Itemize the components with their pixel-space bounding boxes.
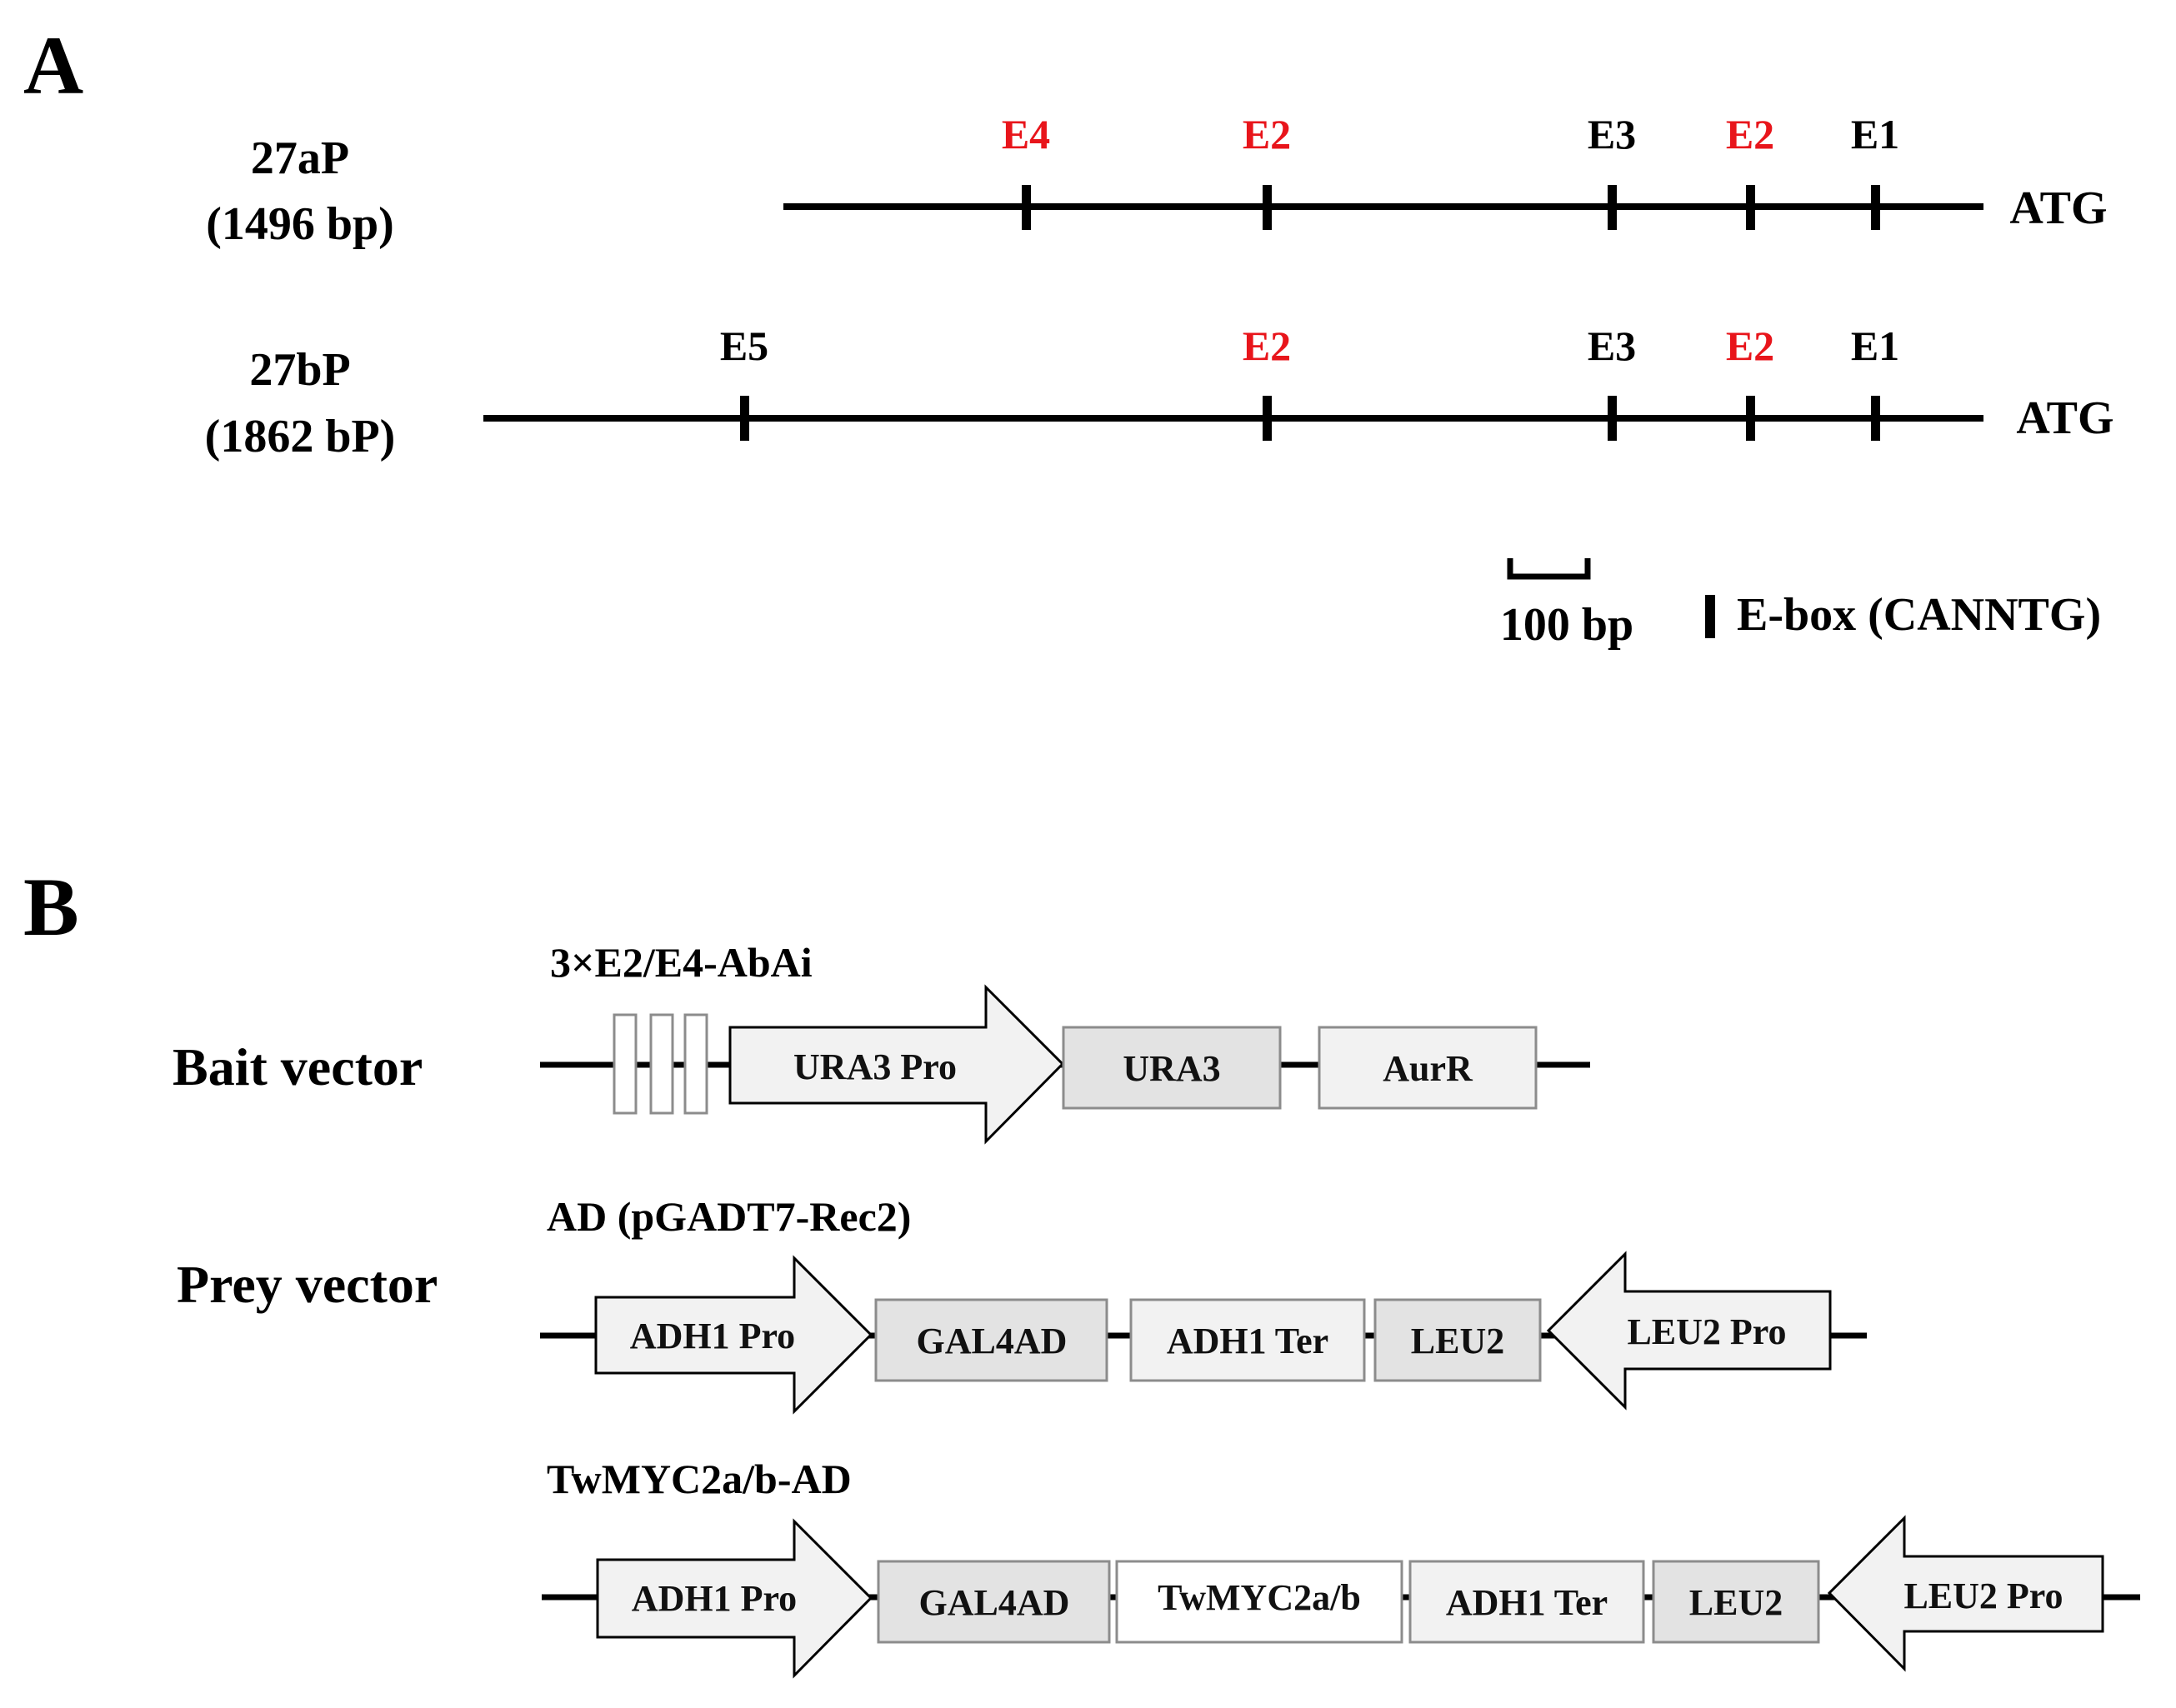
element-label: ADH1 Pro	[632, 1578, 797, 1619]
e-box-tick	[1871, 396, 1880, 441]
element-label: GAL4AD	[919, 1582, 1070, 1623]
e-box-legend: E-box (CANNTG)	[1705, 589, 2101, 641]
e-box-tick	[1746, 185, 1755, 230]
promoter-length: (1496 bp)	[206, 198, 394, 250]
bait-vector-label: Bait vector	[173, 1037, 423, 1096]
element-label: URA3	[1123, 1048, 1220, 1089]
site-label: E3	[1588, 322, 1636, 369]
leu2-box	[1373, 1298, 1542, 1382]
e-box-tick	[1263, 185, 1272, 230]
e-box-tick	[1871, 185, 1880, 230]
element-label: ADH1 Ter	[1446, 1582, 1608, 1623]
prey-vector-label: Prey vector	[177, 1255, 438, 1314]
adh1-ter-box	[1408, 1560, 1645, 1644]
site-label: E4	[1002, 111, 1050, 157]
e-box-repeat-box	[683, 1013, 708, 1115]
panel-b-label: B	[23, 861, 79, 953]
promoter-27aP: 27aP (1496 bp) ATG E4 E2 E3 E2 E1	[206, 111, 2107, 250]
e-box-tick	[740, 396, 749, 441]
element-label: AurR	[1383, 1048, 1473, 1089]
promoter-27bP: 27bP (1862 bP) ATG E5 E2 E3 E2 E1	[205, 322, 2114, 462]
ura3-pro-arrow	[728, 984, 1065, 1145]
element-label: LEU2 Pro	[1903, 1576, 2063, 1616]
e-box-tick	[1263, 396, 1272, 441]
gal4ad-box	[874, 1298, 1108, 1382]
scale-bar: 100 bp	[1500, 558, 1633, 651]
e-box-tick	[1746, 396, 1755, 441]
legend-label: E-box (CANNTG)	[1737, 589, 2101, 641]
adh1-pro-arrow	[596, 1518, 873, 1679]
element-label: URA3 Pro	[793, 1046, 957, 1087]
scale-bar-label: 100 bp	[1500, 599, 1633, 651]
fusion-vector: TwMYC2a/b-AD ADH1 Pro GAL4AD TwMYC2a/b A…	[542, 1456, 2140, 1679]
e-box-repeat-box	[613, 1013, 638, 1115]
e-box-tick	[1608, 396, 1617, 441]
prey-construct-label: AD (pGADT7-Rec2)	[547, 1193, 911, 1240]
atg-label: ATG	[2016, 392, 2113, 444]
ura3-box	[1062, 1026, 1282, 1110]
leu2-pro-arrow	[1546, 1251, 1832, 1411]
adh1-ter-box	[1129, 1298, 1366, 1382]
atg-label: ATG	[2009, 182, 2107, 234]
adh1-pro-arrow	[594, 1255, 873, 1415]
site-label: E3	[1588, 111, 1636, 157]
gal4ad-box	[877, 1560, 1111, 1644]
bait-vector: 3×E2/E4-AbAi Bait vector URA3 Pro URA3 A…	[173, 939, 1590, 1145]
element-label: GAL4AD	[917, 1321, 1068, 1361]
promoter-name: 27aP	[251, 132, 349, 184]
leu2-box	[1652, 1560, 1820, 1644]
element-label: ADH1 Ter	[1167, 1321, 1328, 1361]
site-label: E5	[720, 322, 768, 369]
promoter-length: (1862 bP)	[205, 411, 396, 462]
element-label: LEU2	[1689, 1582, 1783, 1623]
leu2-pro-arrow	[1827, 1515, 2104, 1672]
e-box-tick	[1022, 185, 1031, 230]
element-label: LEU2	[1411, 1321, 1504, 1361]
element-label: ADH1 Pro	[630, 1316, 795, 1356]
prey-vector: AD (pGADT7-Rec2) Prey vector ADH1 Pro GA…	[177, 1193, 1867, 1415]
element-label: TwMYC2a/b	[1158, 1577, 1361, 1618]
site-label: E2	[1726, 111, 1774, 157]
site-label: E1	[1851, 111, 1899, 157]
twmyc2-box	[1115, 1560, 1403, 1644]
site-label: E2	[1243, 322, 1291, 369]
e-box-repeat-box	[649, 1013, 674, 1115]
aurr-box	[1318, 1026, 1538, 1110]
fusion-construct-label: TwMYC2a/b-AD	[547, 1456, 852, 1502]
element-label: LEU2 Pro	[1627, 1311, 1786, 1352]
panel-a-label: A	[23, 19, 83, 112]
bait-construct-label: 3×E2/E4-AbAi	[550, 939, 813, 986]
site-label: E2	[1243, 111, 1291, 157]
site-label: E2	[1726, 322, 1774, 369]
site-label: E1	[1851, 322, 1899, 369]
e-box-tick	[1608, 185, 1617, 230]
promoter-name: 27bP	[249, 344, 350, 396]
legend-tick	[1705, 595, 1715, 638]
